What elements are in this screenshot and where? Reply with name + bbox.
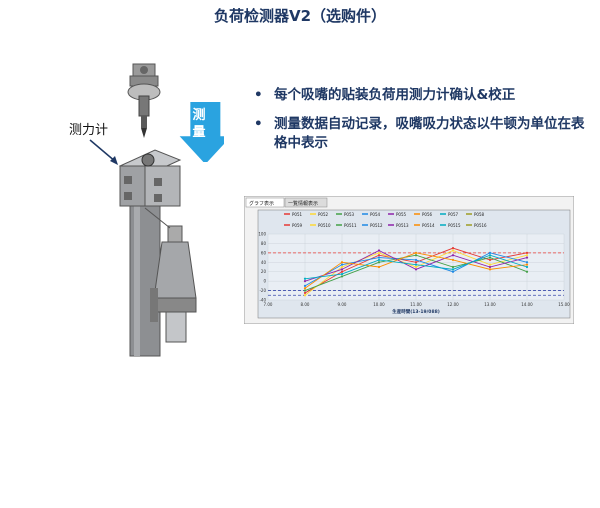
data-point [451,270,455,273]
data-point [488,258,492,262]
data-point [414,254,418,257]
data-point [340,265,344,269]
x-tick-label: 9.00 [338,302,347,307]
data-point [451,247,455,250]
feature-list: 每个吸嘴的贴装负荷用测力计确认&校正 测量数据自动记录，吸嘴吸力状态以牛顿为单位… [252,86,592,163]
data-point [377,256,381,259]
legend-label: P056 [422,212,433,217]
data-point [303,280,307,283]
legend-label: P0515 [448,223,461,228]
data-point [525,270,529,273]
data-point [488,254,492,257]
data-point [303,277,307,280]
y-tick-label: 60 [261,250,267,255]
legend-label: P059 [292,223,303,228]
force-meter-machine [118,149,197,357]
x-tick-label: 11.00 [410,302,422,307]
measure-arrow-label: 测量 [192,108,206,140]
legend-label: P0513 [396,223,409,228]
tab-0 [245,197,285,208]
feature-item: 每个吸嘴的贴装负荷用测力计确认&校正 [252,86,592,105]
x-tick-label: 10.00 [373,302,385,307]
x-tick-label: 8.00 [301,302,310,307]
legend-label: P0511 [344,223,357,228]
legend-label: P057 [448,212,459,217]
legend-label: P053 [344,212,355,217]
data-point [303,287,307,290]
y-tick-label: 100 [258,232,266,237]
legend-label: P0516 [474,223,487,228]
page-title: 负荷检测器V2（选购件） [213,7,387,25]
data-point [340,263,344,266]
x-tick-label: 12.00 [447,302,459,307]
data-point [525,254,529,257]
data-point [488,256,492,259]
data-point [488,263,492,266]
y-tick-label: 80 [261,241,267,246]
data-point [377,258,381,262]
data-point [377,249,381,252]
legend-label: P0514 [422,223,435,228]
tab-label: グラフ表示 [249,200,274,207]
data-point [340,261,344,264]
data-point [451,249,455,252]
data-point [414,261,418,264]
y-tick-label: -40 [259,298,266,303]
down-arrow-icon [179,102,224,162]
legend-label: P051 [292,212,303,217]
data-point [525,263,529,266]
x-tick-label: 15.00 [558,302,570,307]
data-point [414,263,418,266]
tab-1 [284,197,328,208]
data-point [414,251,418,254]
legend-label: P054 [370,212,381,217]
data-point [340,270,344,273]
legend-label: P055 [396,212,407,217]
x-tick-label: 13.00 [484,302,496,307]
data-point [525,265,529,269]
legend-label: P0512 [370,223,383,228]
data-point [451,254,455,257]
data-point [488,251,492,254]
y-tick-label: -20 [259,288,266,293]
data-point [340,272,344,276]
x-axis-label: 生産時間(13-19/088) [392,308,440,315]
data-point [414,268,418,271]
legend-label: P058 [474,212,485,217]
data-point [377,261,381,264]
data-point [377,265,381,269]
data-point [525,251,529,254]
data-point [340,275,344,278]
data-point [377,251,381,254]
data-point [340,268,344,271]
data-point [303,284,307,287]
force-meter-label: 测力计 [69,123,109,138]
data-point [414,265,418,269]
tab-label: 一覧情報表示 [288,200,318,207]
data-point [303,294,307,297]
data-point [303,289,307,292]
legend-label: P052 [318,212,329,217]
data-point [451,268,455,271]
pointer-arrow-icon [89,139,118,165]
data-point [414,258,418,262]
legend-label: P0510 [318,223,331,228]
data-point [488,268,492,271]
nozzle-illustration [127,63,161,138]
data-point [451,265,455,269]
data-point [488,265,492,269]
x-tick-label: 14.00 [521,302,533,307]
y-tick-label: 40 [261,260,267,265]
y-tick-label: 20 [261,269,267,274]
y-tick-label: 0 [263,279,266,284]
data-point [377,254,381,257]
data-point [451,258,455,262]
x-tick-label: 7.00 [264,302,273,307]
data-point [525,261,529,264]
feature-item: 测量数据自动记录，吸嘴吸力状态以牛顿为单位在表格中表示 [252,115,592,153]
data-point [303,291,307,295]
data-point [525,256,529,259]
